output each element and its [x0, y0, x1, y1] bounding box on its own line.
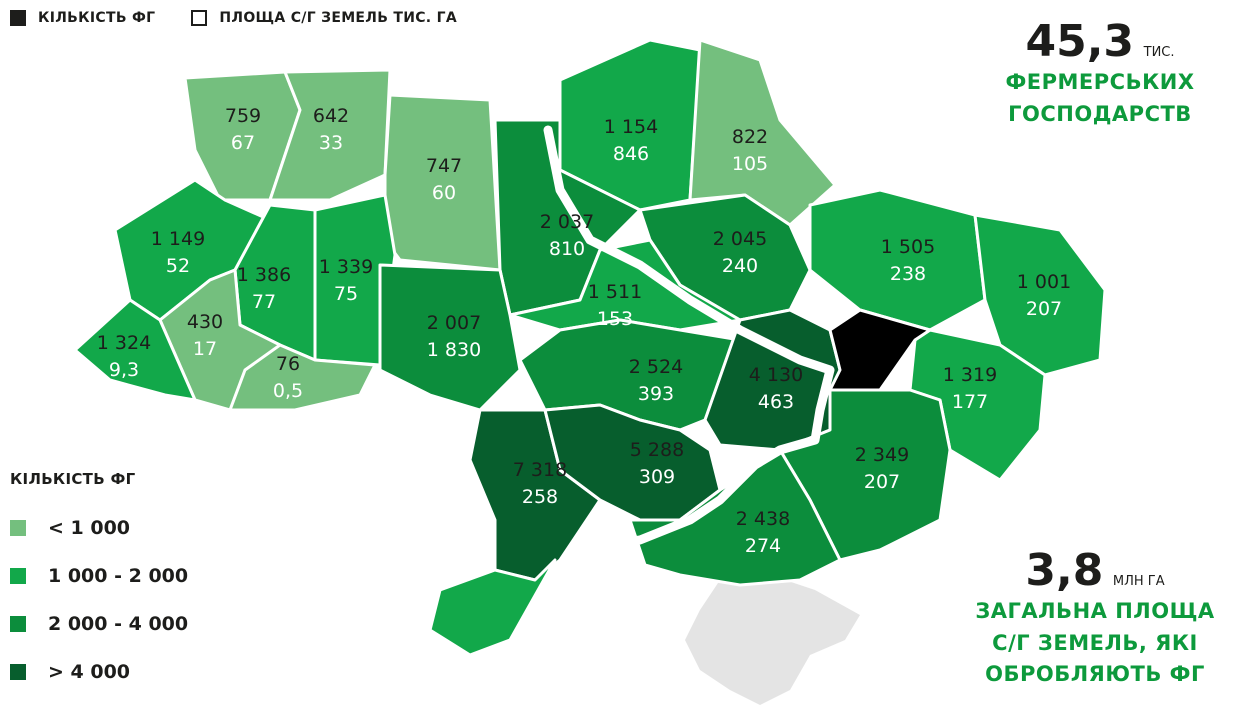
legend-item-label: 1 000 - 2 000	[48, 565, 189, 587]
region-land-area: 810	[549, 238, 585, 260]
region-land-area: 52	[166, 255, 190, 277]
region-farm-count: 1 319	[943, 364, 997, 386]
farms-total-stat: 45,3 ТИС. ФЕРМЕРСЬКИХ ГОСПОДАРСТВ	[980, 16, 1220, 130]
region-farm-count: 1 511	[588, 281, 642, 303]
count-legend: КІЛЬКІСТЬ ФГ < 1 000 1 000 - 2 000 2 000…	[10, 470, 188, 696]
region-land-area: 309	[639, 466, 675, 488]
land-area-swatch	[191, 10, 208, 26]
region-odesa-south	[428, 558, 557, 657]
region-farm-count: 1 339	[319, 256, 373, 278]
region-rivne	[268, 68, 392, 202]
region-land-area: 60	[432, 182, 456, 204]
region-land-area: 9,3	[109, 359, 139, 381]
legend-swatch	[10, 664, 26, 680]
region-farm-count: 76	[276, 353, 300, 375]
region-farm-count: 822	[732, 126, 768, 148]
land-area-desc-line2: С/Г ЗЕМЕЛЬ, ЯКІ	[992, 630, 1198, 655]
legend-item-label: < 1 000	[48, 517, 131, 539]
region-farm-count: 2 349	[855, 444, 909, 466]
region-luhansk	[973, 213, 1107, 377]
region-zhytomyr	[383, 93, 502, 272]
region-farm-count: 7 318	[513, 459, 567, 481]
region-farm-count: 2 037	[540, 211, 594, 233]
region-labels: 759 67 642 33 747 60 1 154 846 822 105 1 149 52 1 38…	[97, 105, 1071, 557]
region-farm-count: 1 505	[881, 236, 935, 258]
region-land-area: 105	[732, 153, 768, 175]
region-farm-count: 430	[187, 311, 223, 333]
region-farm-count: 2 438	[736, 508, 790, 530]
crimea-region	[685, 575, 860, 705]
land-area-desc-line3: ОБРОБЛЯЮТЬ ФГ	[985, 662, 1205, 686]
region-farm-count: 1 324	[97, 332, 151, 354]
region-land-area: 1 830	[427, 339, 481, 361]
region-east-fill	[828, 308, 932, 392]
legend-swatch	[10, 568, 26, 584]
region-farm-count: 2 524	[629, 356, 683, 378]
legend-item-1000-2000: 1 000 - 2 000	[10, 552, 188, 600]
region-land-area: 17	[193, 338, 217, 360]
region-farm-count: 1 154	[604, 116, 658, 138]
region-land-area: 177	[952, 391, 988, 413]
land-area-stat: 3,8 МЛН ГА ЗАГАЛЬНА ПЛОЩА С/Г ЗЕМЕЛЬ, ЯК…	[955, 545, 1235, 691]
region-land-area: 258	[522, 486, 558, 508]
legend-swatch	[10, 520, 26, 536]
region-land-area: 207	[864, 471, 900, 493]
land-area-value: 3,8	[1025, 545, 1104, 596]
dnipro-river	[543, 125, 835, 550]
legend-item-label: 2 000 - 4 000	[48, 613, 189, 635]
region-land-area: 77	[252, 291, 276, 313]
region-land-area: 153	[597, 308, 633, 330]
region-land-area: 33	[319, 132, 343, 154]
farms-total-desc-line2: ГОСПОДАРСТВ	[1008, 101, 1192, 126]
region-land-area: 67	[231, 132, 255, 154]
land-area-unit: МЛН ГА	[1112, 574, 1165, 589]
region-farm-count: 1 386	[237, 264, 291, 286]
region-kherson	[628, 448, 842, 587]
region-land-area: 274	[745, 535, 781, 557]
count-legend-title: КІЛЬКІСТЬ ФГ	[10, 470, 136, 488]
region-zakarpattia	[73, 298, 197, 402]
region-land-area: 463	[758, 391, 794, 413]
region-farm-count: 1 001	[1017, 271, 1071, 293]
farms-total-value: 45,3	[1025, 16, 1135, 67]
region-farm-count: 759	[225, 105, 261, 127]
region-land-area: 207	[1026, 298, 1062, 320]
land-area-desc-line1: ЗАГАЛЬНА ПЛОЩА	[975, 599, 1215, 623]
region-farm-count: 747	[426, 155, 462, 177]
farm-count-swatch	[10, 10, 26, 26]
region-land-area: 240	[722, 255, 758, 277]
region-kharkiv	[808, 188, 987, 332]
farms-total-unit: ТИС.	[1143, 45, 1175, 60]
region-farm-count: 2 045	[713, 228, 767, 250]
region-farm-count: 4 130	[749, 364, 803, 386]
region-land-area: 0,5	[273, 380, 303, 402]
region-chernivtsi	[228, 343, 377, 412]
legend-item-under-1000: < 1 000	[10, 504, 188, 552]
legend-item-2000-4000: 2 000 - 4 000	[10, 600, 188, 648]
land-area-legend-label: ПЛОЩА С/Г ЗЕМЕЛЬ ТИС. ГА	[219, 10, 457, 26]
region-farm-count: 1 149	[151, 228, 205, 250]
legend-item-over-4000: > 4 000	[10, 648, 188, 696]
region-farm-count: 2 007	[427, 312, 481, 334]
farm-count-legend-label: КІЛЬКІСТЬ ФГ	[38, 10, 156, 26]
legend-item-label: > 4 000	[48, 661, 131, 683]
region-land-area: 75	[334, 283, 358, 305]
region-farm-count: 5 288	[630, 439, 684, 461]
region-land-area: 393	[638, 383, 674, 405]
region-vinnytsia	[378, 263, 522, 412]
region-land-area: 846	[613, 143, 649, 165]
region-land-area: 238	[890, 263, 926, 285]
header-legend: КІЛЬКІСТЬ ФГ ПЛОЩА С/Г ЗЕМЕЛЬ ТИС. ГА	[10, 10, 457, 26]
legend-swatch	[10, 616, 26, 632]
region-farm-count: 642	[313, 105, 349, 127]
farms-total-desc-line1: ФЕРМЕРСЬКИХ	[1005, 70, 1195, 94]
